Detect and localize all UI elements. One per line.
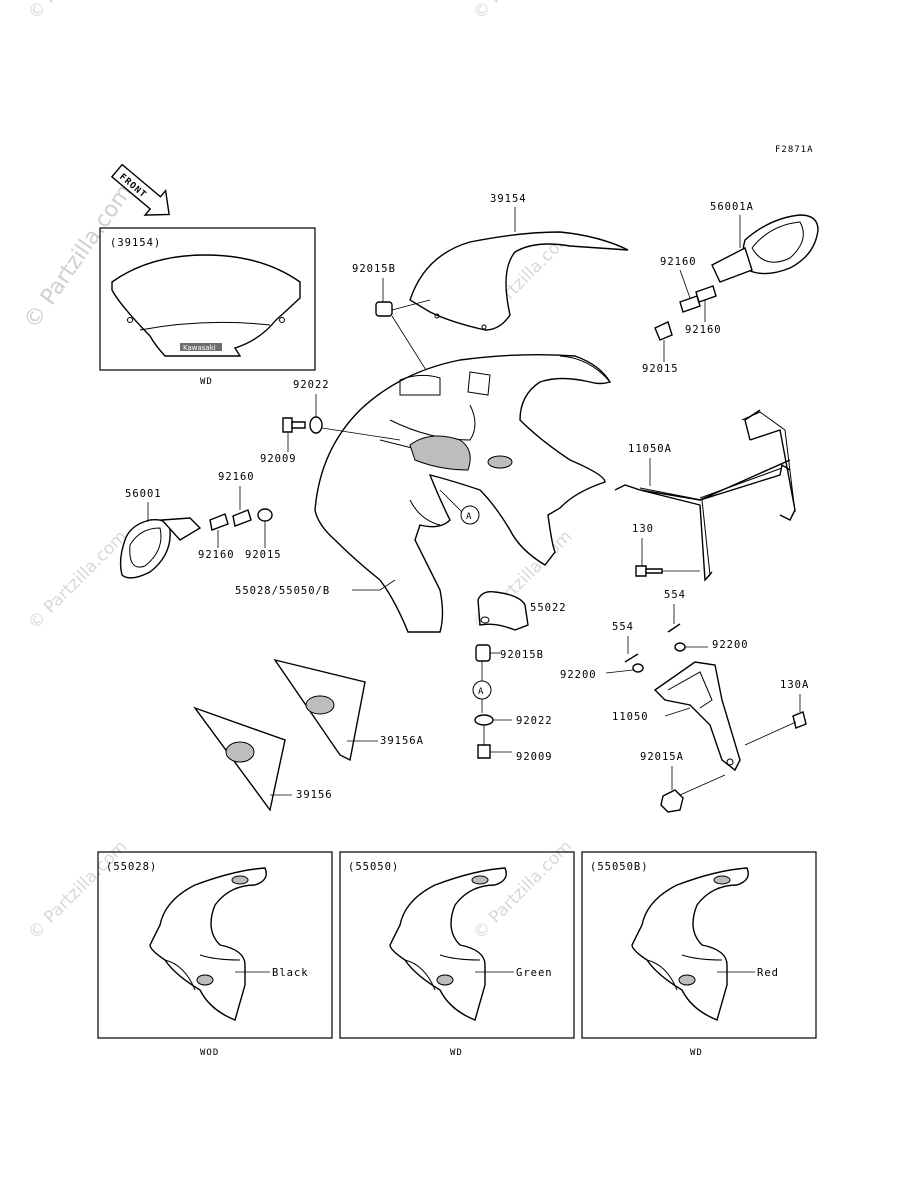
part-number: 92022 (293, 379, 330, 391)
part-number: 92015B (500, 649, 544, 661)
nut (654, 321, 673, 341)
windshield-alt (111, 254, 301, 357)
part-number: 92015B (352, 263, 396, 275)
plate (232, 509, 252, 527)
variant-panel-green: (55050) Green (339, 851, 575, 1039)
part-number: 56001A (710, 201, 754, 213)
part-number: 92022 (516, 715, 553, 727)
part-number: 92160 (198, 549, 235, 561)
mirror-stem (711, 246, 753, 283)
watermark-text: © Partzilla.com (19, 180, 137, 333)
variant-note: WD (690, 1048, 703, 1058)
part-number: 11050A (628, 443, 672, 455)
part-number: 554 (612, 621, 634, 633)
part-number: 554 (664, 589, 686, 601)
washer (474, 714, 494, 726)
plate (679, 295, 701, 313)
part-number: 39156 (296, 789, 333, 801)
pin (624, 653, 639, 663)
washer (674, 642, 686, 652)
watermark-text: © Partzilla.com (24, 527, 131, 634)
windshield-brand: Kawasaki (183, 344, 216, 352)
variant-panel-black: (55028) Black (97, 851, 333, 1039)
bolt (635, 565, 647, 577)
part-number: 39156A (380, 735, 424, 747)
watermark-text: © Partzilla.com (469, 0, 576, 24)
windshield (409, 231, 629, 331)
left-mirror (119, 519, 171, 579)
nut (257, 508, 273, 522)
part-number: 92009 (260, 453, 297, 465)
windshield-note: WD (200, 377, 213, 387)
part-number: 92015 (245, 549, 282, 561)
part-number: 55022 (530, 602, 567, 614)
part-number: 92200 (560, 669, 597, 681)
mount-bracket (653, 661, 741, 772)
part-number: 92160 (660, 256, 697, 268)
part-number: 130A (780, 679, 809, 691)
bolt (282, 417, 293, 433)
upper-cowl (314, 353, 612, 633)
ref-marker-label: A (466, 512, 472, 522)
part-number: 56001 (125, 488, 162, 500)
part-number: 92015A (640, 751, 684, 763)
part-number: 55028/55050/B (235, 585, 330, 597)
part-number: 92015 (642, 363, 679, 375)
variant-note: WD (450, 1048, 463, 1058)
bracket (477, 590, 529, 631)
washer (309, 416, 323, 434)
variant-color: Red (757, 967, 779, 979)
bolt (477, 744, 491, 759)
washer (632, 663, 644, 673)
variant-code: (55050B) (590, 861, 649, 873)
ref-marker-a (460, 505, 480, 525)
grommet (475, 644, 491, 662)
plate (695, 285, 717, 303)
mirror-stem (160, 517, 202, 541)
variant-note: WOD (200, 1048, 219, 1058)
grommet (375, 301, 393, 317)
part-number: 39154 (490, 193, 527, 205)
part-number: 92200 (712, 639, 749, 651)
variant-code: (55028) (106, 861, 157, 873)
variant-code: (55050) (348, 861, 399, 873)
bolt (792, 711, 807, 729)
right-mirror (742, 214, 819, 275)
ref-marker-label: A (478, 687, 484, 697)
figure-code: F2871A (775, 145, 814, 155)
plate (209, 513, 229, 531)
part-number: 92160 (685, 324, 722, 336)
nut (660, 789, 684, 813)
part-number: 92160 (218, 471, 255, 483)
windshield-alt-part-number: (39154) (110, 237, 161, 249)
part-number: 130 (632, 523, 654, 535)
variant-panel-red: (55050B) Red (581, 851, 817, 1039)
watermark-text: © Partzilla.com (24, 0, 131, 24)
windshield-inset: (39154) Kawasaki (99, 227, 316, 371)
part-number: 92009 (516, 751, 553, 763)
pin (667, 623, 681, 633)
variant-color: Black (272, 967, 309, 979)
watermark-text: © Partzilla.com (24, 837, 131, 944)
variant-color: Green (516, 967, 553, 979)
watermark-text: © Partzilla.com (469, 837, 576, 944)
part-number: 11050 (612, 711, 649, 723)
